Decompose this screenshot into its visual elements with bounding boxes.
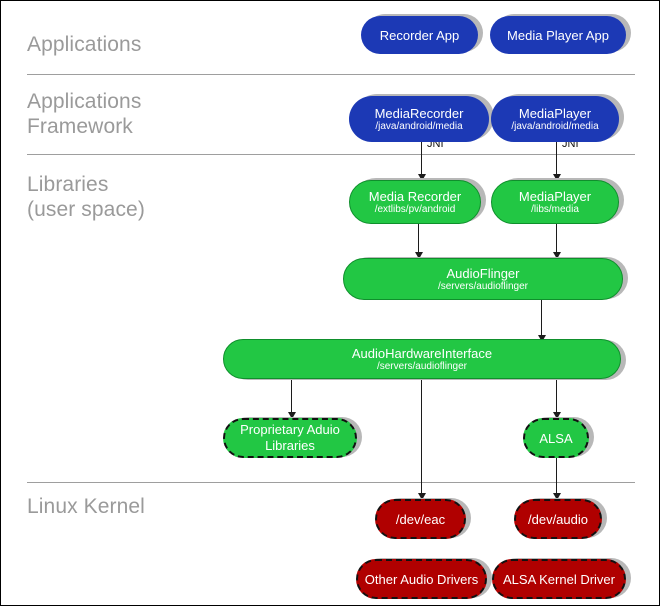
node-recorder-app-title: Recorder App [379, 27, 460, 43]
node-recorder-app[interactable]: Recorder App [361, 16, 478, 54]
node-mediaplayer-framework[interactable]: MediaPlayer /java/android/media [491, 96, 619, 142]
node-mediaplayer-framework-title: MediaPlayer [518, 105, 592, 121]
node-audioflinger-subtitle: /servers/audioflinger [437, 280, 529, 292]
layer-label-libraries: Libraries (user space) [27, 173, 145, 221]
node-alsa-title: ALSA [539, 430, 573, 446]
node-audioflinger-title: AudioFlinger [446, 265, 520, 281]
arrowhead-audioflinger-right [553, 252, 561, 259]
node-media-player-app-title: Media Player App [507, 27, 609, 43]
arrowhead-mediarecorder-lib [418, 174, 426, 181]
node-other-audio-drivers-title: Other Audio Drivers [364, 571, 479, 587]
node-mediaplayer-library-subtitle: /libs/media [531, 203, 579, 215]
node-alsa[interactable]: ALSA [523, 418, 589, 458]
node-mediarecorder-framework-title: MediaRecorder [374, 105, 464, 121]
node-audiohardwareinterface-subtitle: /servers/audioflinger [376, 360, 468, 372]
node-other-audio-drivers[interactable]: Other Audio Drivers [356, 559, 487, 599]
arrowhead-audioflinger-left [415, 252, 423, 259]
node-dev-audio[interactable]: /dev/audio [514, 499, 602, 539]
node-mediarecorder-library[interactable]: Media Recorder /extlibs/pv/android [349, 180, 481, 224]
node-dev-eac[interactable]: /dev/eac [375, 499, 466, 539]
node-audiohardwareinterface[interactable]: AudioHardwareInterface /servers/audiofli… [223, 339, 621, 379]
node-dev-eac-title: /dev/eac [395, 511, 446, 527]
layer-label-applications-framework: Applications Framework [27, 90, 142, 138]
connector-audioflinger-to-ahi [541, 299, 542, 341]
layer-label-linux-kernel: Linux Kernel [27, 495, 145, 518]
divider-applications [27, 74, 635, 75]
connector-mediarecorder-fw-to-lib [421, 141, 422, 179]
node-mediaplayer-framework-subtitle: /java/android/media [511, 120, 599, 132]
divider-applications-framework [27, 154, 635, 155]
node-proprietary-audio-libraries[interactable]: Proprietary Aduio Libraries [223, 418, 357, 458]
node-mediaplayer-library-title: MediaPlayer [518, 188, 592, 204]
node-proprietary-audio-libraries-title: Proprietary Aduio Libraries [240, 422, 340, 453]
connector-mediarecorder-lib-to-audioflinger [418, 222, 419, 259]
node-mediarecorder-library-title: Media Recorder [368, 188, 462, 204]
connector-ahi-to-alsa [556, 377, 557, 418]
arrowhead-proprietary [288, 412, 296, 419]
connector-ahi-to-proprietary [291, 377, 292, 418]
node-mediarecorder-framework[interactable]: MediaRecorder /java/android/media [349, 96, 489, 142]
arrowhead-dev-eac [418, 493, 426, 500]
node-audioflinger[interactable]: AudioFlinger /servers/audioflinger [343, 258, 623, 300]
node-audiohardwareinterface-title: AudioHardwareInterface [351, 345, 493, 361]
node-mediarecorder-library-subtitle: /extlibs/pv/android [374, 203, 456, 215]
connector-ahi-to-dev-eac [421, 377, 422, 498]
arrowhead-mediaplayer-lib [553, 174, 561, 181]
node-mediaplayer-library[interactable]: MediaPlayer /libs/media [491, 180, 619, 224]
node-media-player-app[interactable]: Media Player App [490, 16, 626, 54]
node-alsa-kernel-driver[interactable]: ALSA Kernel Driver [492, 559, 626, 599]
arrowhead-dev-audio [553, 493, 561, 500]
arrowhead-alsa [553, 412, 561, 419]
connector-alsa-to-dev-audio [556, 457, 557, 498]
divider-libraries [27, 482, 635, 483]
node-mediarecorder-framework-subtitle: /java/android/media [375, 120, 463, 132]
node-alsa-kernel-driver-title: ALSA Kernel Driver [503, 571, 615, 587]
connector-mediaplayer-fw-to-lib [556, 141, 557, 179]
connector-mediaplayer-lib-to-audioflinger [556, 222, 557, 259]
node-dev-audio-title: /dev/audio [528, 511, 588, 527]
layer-label-applications: Applications [27, 33, 142, 56]
